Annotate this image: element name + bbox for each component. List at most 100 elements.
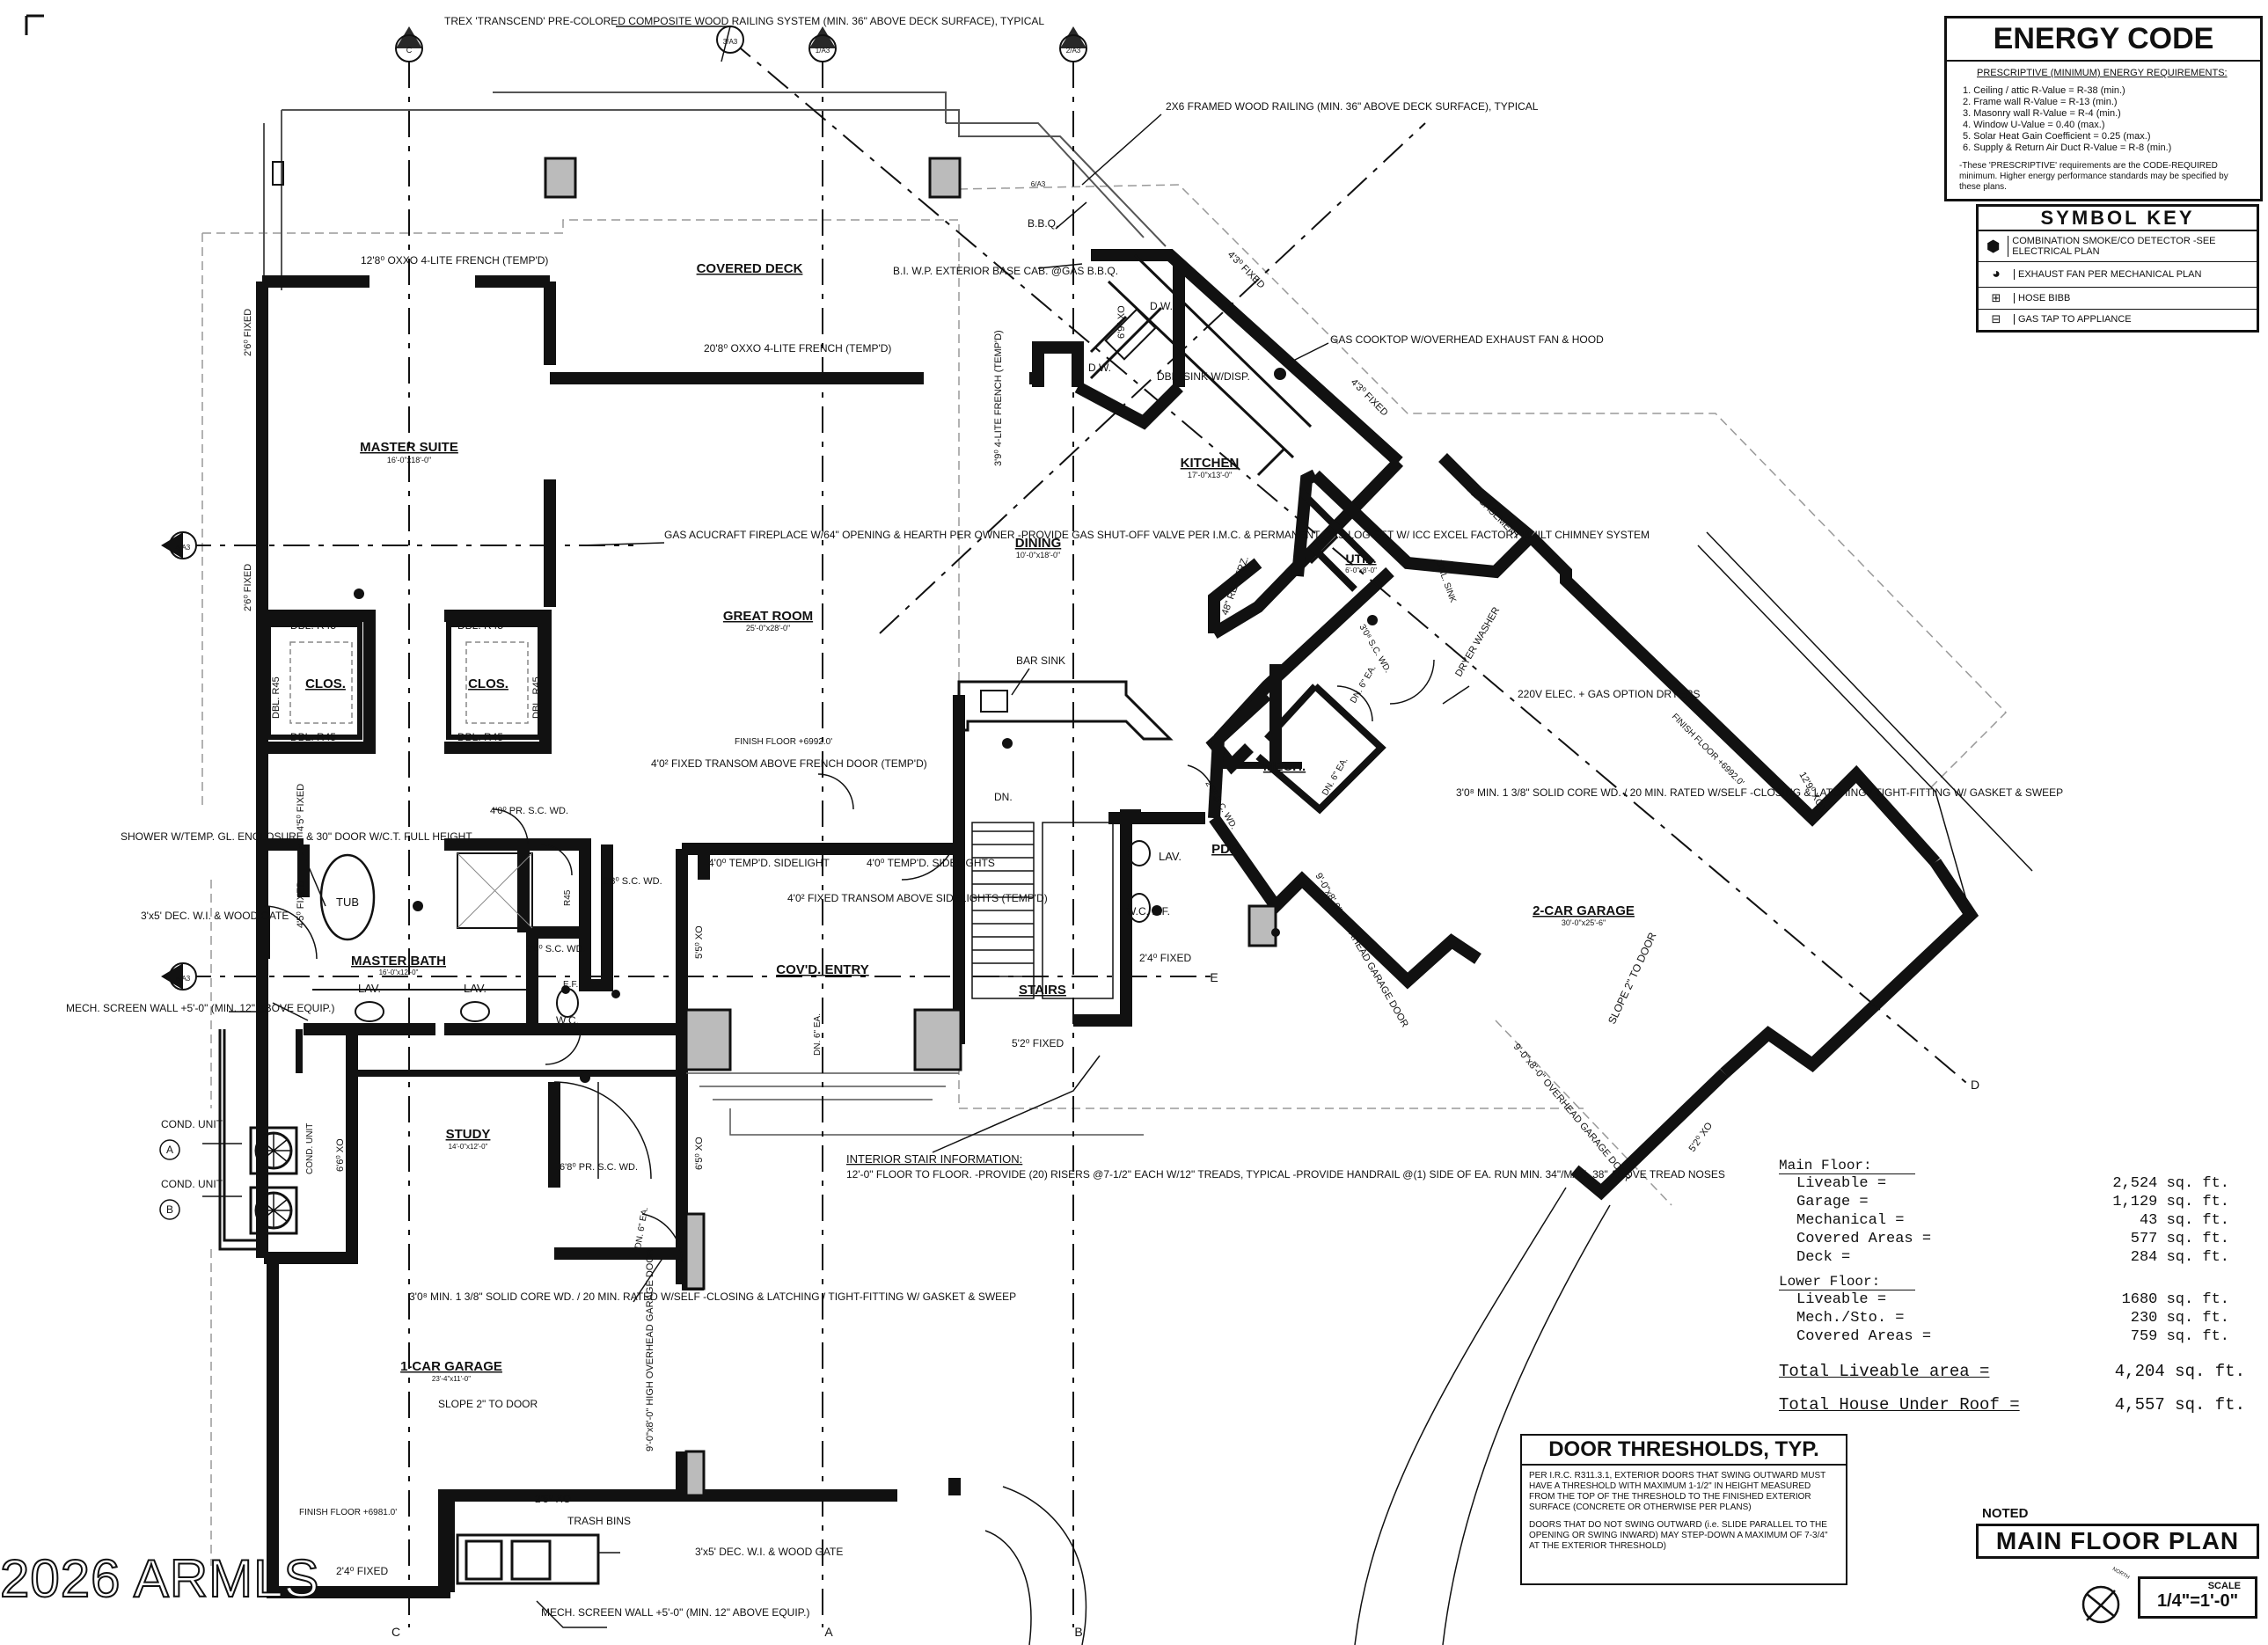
table-row: Deck =284 sq. ft. bbox=[1791, 1248, 2235, 1267]
note-dbl-r45-1: DBL. R45 bbox=[290, 619, 336, 632]
deck-post bbox=[544, 157, 577, 199]
area-label: Liveable = bbox=[1796, 1291, 1887, 1308]
kitchen-sink-fixture bbox=[1104, 308, 1157, 361]
grid-mark-g5: 5/A3 bbox=[176, 975, 191, 983]
corner-mark bbox=[25, 14, 44, 35]
note-transom-french: 4'0² FIXED TRANSOM ABOVE FRENCH DOOR (TE… bbox=[651, 757, 927, 770]
room-study: STUDY bbox=[446, 1127, 491, 1142]
leader-lines bbox=[202, 26, 1470, 1628]
room-stairs: STAIRS bbox=[1019, 983, 1066, 998]
room-dining-dim: 10'-0"x18'-0" bbox=[1016, 551, 1060, 559]
note-cond-b: COND. UNIT bbox=[161, 1178, 223, 1190]
room-master-bath: MASTER BATH bbox=[351, 954, 446, 969]
area-value: 284 sq. ft. bbox=[2130, 1249, 2229, 1266]
area-label: Covered Areas = bbox=[1796, 1328, 1932, 1345]
table-row: Garage =1,129 sq. ft. bbox=[1791, 1193, 2235, 1211]
label-dw-1: D.W. bbox=[1150, 300, 1173, 312]
note-railing: 2X6 FRAMED WOOD RAILING (MIN. 36" ABOVE … bbox=[1166, 100, 1539, 113]
room-study-dim: 14'-0"x12'-0" bbox=[449, 1143, 488, 1151]
area-label: Covered Areas = bbox=[1796, 1231, 1932, 1247]
note-oh-door-1: 9'-0"x8'-0" OVERHEAD GARAGE DOOR bbox=[1313, 872, 1410, 1029]
north-arrow bbox=[2081, 1585, 2120, 1624]
room-labels: COVERED DECK MASTER SUITE 16'-0"x18'-0" … bbox=[305, 261, 1635, 1383]
dim-2-4-fixed-2: 2'4⁰ FIXED bbox=[336, 1565, 388, 1577]
shower-enclosure bbox=[457, 852, 533, 929]
room-covd-entry: COV'D. ENTRY bbox=[776, 962, 869, 977]
note-sc-wd-28: 2'8⁰ S.C. WD. bbox=[603, 876, 662, 887]
dim-5-2-fixed: 5'2⁰ FIXED bbox=[1012, 1037, 1064, 1049]
energy-code-item: 3. Masonry wall R-Value = R-4 (min.) bbox=[1963, 108, 2121, 119]
note-dbl-r45-3: DBL. R45 bbox=[457, 619, 503, 632]
smoke-detector-icon: ⬢ bbox=[1986, 237, 2001, 255]
energy-code-item: 1. Ceiling / attic R-Value = R-38 (min.) bbox=[1963, 85, 2125, 96]
dim-6-5-xo: 6'5⁰ XO bbox=[694, 1137, 705, 1170]
note-transom-side: 4'0² FIXED TRANSOM ABOVE SIDELIGHTS (TEM… bbox=[787, 892, 1048, 904]
note-solid-core-2: 3'0⁸ MIN. 1 3/8" SOLID CORE WD. / 20 MIN… bbox=[409, 1290, 1016, 1303]
grid-lines bbox=[185, 39, 1972, 1627]
dim-2-4-fixed-1: 2'4⁰ FIXED bbox=[1139, 952, 1191, 964]
note-elec: 220V ELEC. + GAS OPTION DRYERS bbox=[1518, 688, 1701, 700]
callout-notes: TREX 'TRANSCEND' PRE-COLORED COMPOSITE W… bbox=[66, 15, 2063, 1619]
note-dbl-r45-5: DBL. R45 bbox=[271, 676, 282, 719]
grid-mark-a: A bbox=[166, 1144, 173, 1156]
symbol-key-row: ◕ EXHAUST FAN PER MECHANICAL PLAN bbox=[1979, 262, 2257, 288]
grid-mark-b: B bbox=[166, 1203, 173, 1216]
energy-code-footnote: -These 'PRESCRIPTIVE' requirements are t… bbox=[1959, 161, 2228, 192]
note-dryer: DRYER WASHER bbox=[1453, 605, 1502, 678]
area-value: 759 sq. ft. bbox=[2130, 1328, 2229, 1345]
room-2car-garage-dim: 30'-0"x25'-6" bbox=[1562, 918, 1606, 927]
gas-tap-icon: ⊟ bbox=[1991, 312, 2001, 325]
closet-inner bbox=[289, 641, 529, 724]
toilet bbox=[1128, 893, 1151, 923]
note-trex: TREX 'TRANSCEND' PRE-COLORED COMPOSITE W… bbox=[444, 15, 1044, 27]
dim-dn6-a: DN. 6" EA. bbox=[813, 1013, 823, 1056]
note-french-39: 3'9⁰ 4-LITE FRENCH (TEMP'D) bbox=[993, 330, 1004, 466]
area-value: 230 sq. ft. bbox=[2130, 1310, 2229, 1327]
total-liveable-value: 4,204 sq. ft. bbox=[2114, 1362, 2245, 1381]
note-dn: DN. bbox=[994, 791, 1013, 803]
bar-sink-fixture bbox=[980, 690, 1008, 713]
note-finish-floor-1car: FINISH FLOOR +6981.0' bbox=[299, 1508, 397, 1517]
hatched-columns bbox=[684, 904, 1277, 1497]
area-label: Garage = bbox=[1796, 1194, 1869, 1210]
dim-6-6-xo: 6'6⁰ XO bbox=[335, 1138, 346, 1172]
note-ef: E.F. bbox=[563, 980, 578, 990]
scale-box: SCALE 1/4"=1'-0" bbox=[2138, 1576, 2257, 1619]
note-french-master: 12'8⁰ OXXO 4-LITE FRENCH (TEMP'D) bbox=[361, 254, 548, 267]
room-2car-garage: 2-CAR GARAGE bbox=[1533, 903, 1635, 918]
door-thresholds-para-1: PER I.R.C. R311.3.1, EXTERIOR DOORS THAT… bbox=[1529, 1471, 1826, 1512]
pdr-lav bbox=[1128, 840, 1151, 866]
dim-5-5-xo: 5'5⁰ XO bbox=[694, 925, 705, 959]
note-bar-sink: BAR SINK bbox=[1016, 654, 1065, 667]
note-sc-wd-24: 2'4⁰ S.C. WD. bbox=[526, 944, 586, 954]
room-great-room-dim: 25'-0"x28'-0" bbox=[746, 624, 790, 632]
energy-code-item: 4. Window U-Value = 0.40 (max.) bbox=[1963, 120, 2105, 130]
symbol-key-label: EXHAUST FAN PER MECHANICAL PLAN bbox=[2014, 269, 2201, 280]
label-lav-2: LAV. bbox=[464, 982, 487, 995]
note-oh-door-1car: 9'-0"x8'-0" HIGH OVERHEAD GARAGE DOOR bbox=[645, 1248, 655, 1451]
note-wc-ef: W.C. E.F. bbox=[1126, 905, 1170, 918]
energy-code-item: 6. Supply & Return Air Duct R-Value = R-… bbox=[1963, 143, 2172, 153]
symbol-key-row: ⬢ COMBINATION SMOKE/CO DETECTOR -SEE ELE… bbox=[1979, 231, 2257, 262]
note-bbq: B.B.Q. bbox=[1028, 217, 1058, 230]
symbol-key-row: ⊟ GAS TAP TO APPLIANCE bbox=[1979, 310, 2257, 329]
room-util-dim: 6'-0"x8'-0" bbox=[1345, 567, 1377, 574]
deck-post bbox=[928, 157, 962, 199]
grid-mark-g2: 2/A3 bbox=[1066, 47, 1081, 55]
note-oh-door-2: 9'-0"x8'-0" OVERHEAD GARAGE DOOR bbox=[1511, 1042, 1633, 1183]
label-dw-2: D.W. bbox=[1088, 362, 1111, 374]
grid-letters: A B C D E A B C 1/A3 2/A3 3/A3 4/A3 5/A3… bbox=[166, 38, 1979, 1639]
table-row: Covered Areas = 759 sq. ft. bbox=[1791, 1327, 2235, 1346]
label-lav-3: LAV. bbox=[1159, 850, 1182, 863]
area-table: Main Floor: Liveable =2,524 sq. ft. Gara… bbox=[1779, 1158, 2245, 1415]
dim-4-3-fixed-1: 4'3⁰ FIXED bbox=[1225, 250, 1267, 291]
table-row: Covered Areas =577 sq. ft. bbox=[1791, 1230, 2235, 1248]
energy-code-box: ENERGY CODE PRESCRIPTIVE (MINIMUM) ENERG… bbox=[1944, 16, 2263, 201]
condenser-units bbox=[249, 1126, 298, 1235]
note-french-great: 20'8⁰ OXXO 4-LITE FRENCH (TEMP'D) bbox=[704, 342, 891, 355]
note-cond-unit: COND. UNIT bbox=[305, 1123, 315, 1174]
main-floor-plan-title: MAIN FLOOR PLAN bbox=[1976, 1524, 2259, 1559]
room-1car-garage-dim: 23'-4"x11'-0" bbox=[432, 1375, 471, 1383]
room-pdr: PDR. bbox=[1211, 842, 1243, 857]
grid-bubble-fills bbox=[161, 26, 1086, 990]
